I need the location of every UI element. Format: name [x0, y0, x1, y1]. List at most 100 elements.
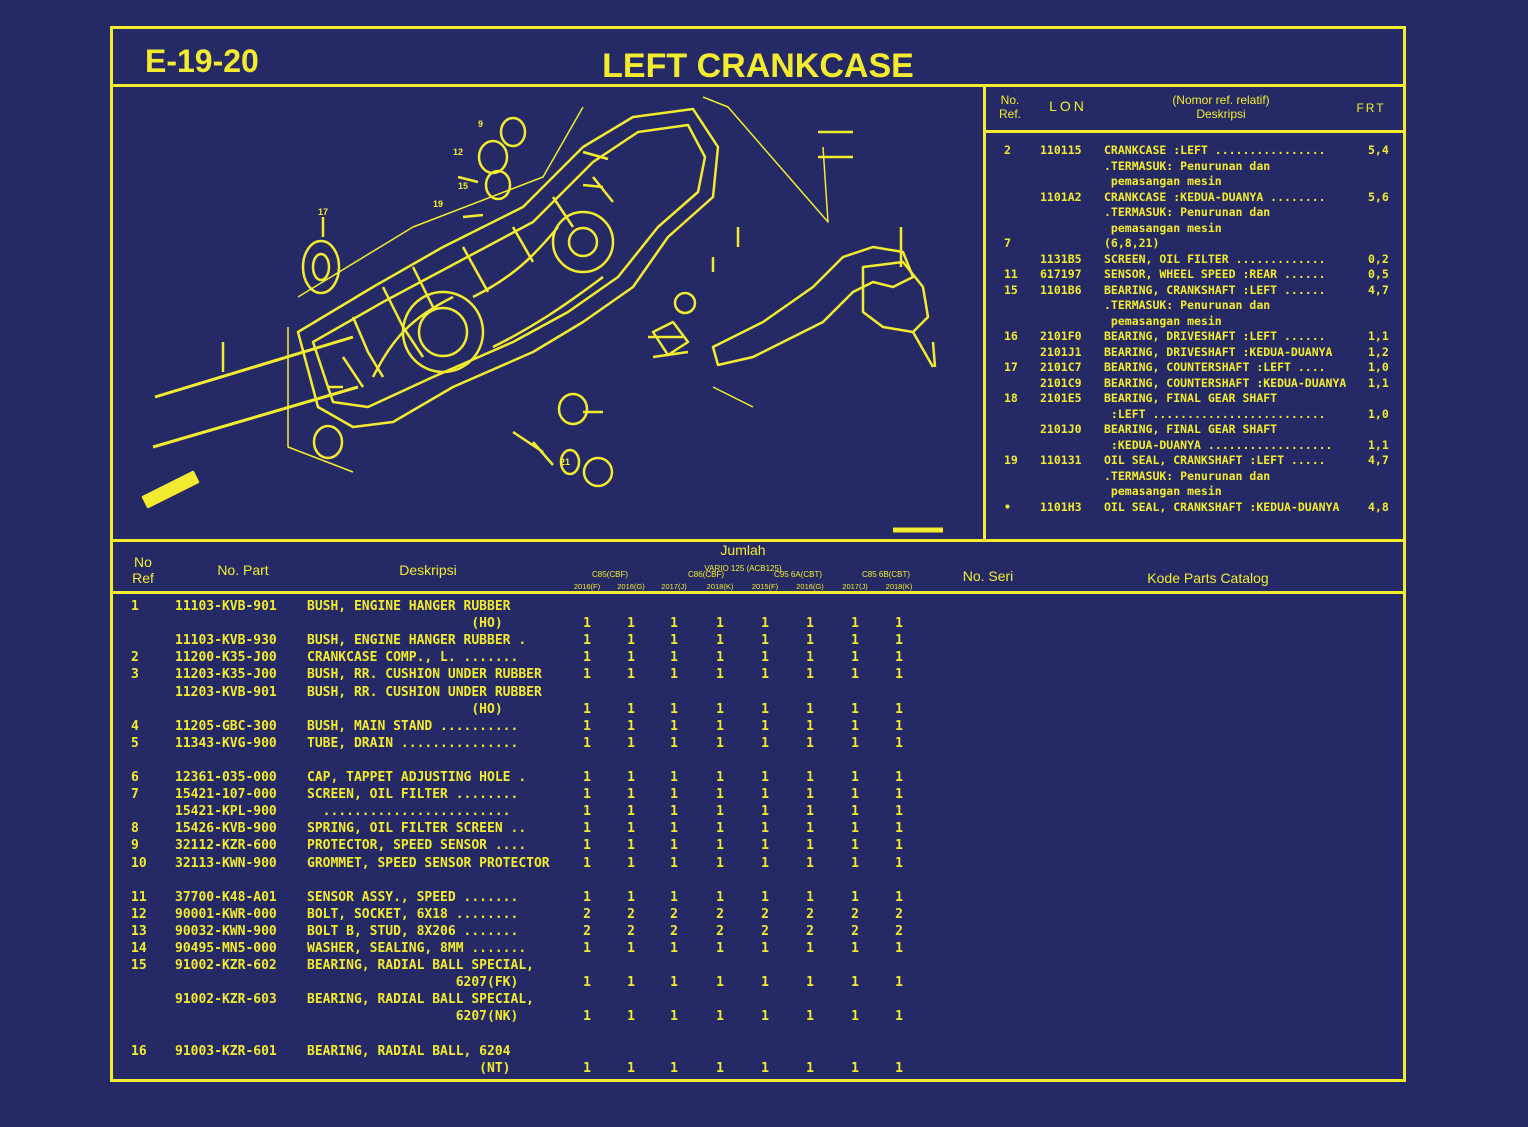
- section-divider: [113, 539, 1403, 542]
- quantity-cell: 1: [851, 838, 859, 854]
- part-description: CRANKCASE COMP., L. .......: [307, 650, 519, 666]
- model-group-label: C86(CBF): [687, 570, 724, 579]
- quantity-cell: 1: [895, 667, 903, 683]
- labor-operation-row: .TERMASUK: Penurunan dan: [986, 159, 1403, 174]
- quantity-cell: 1: [670, 735, 678, 751]
- quantity-cell: 2: [895, 906, 903, 922]
- model-year-label: 2017(J): [661, 582, 687, 591]
- quantity-cell: 1: [716, 855, 724, 871]
- quantity-cell: 1: [716, 821, 724, 837]
- frt-value: 1,0: [1368, 360, 1389, 374]
- frt-value: 1,0: [1368, 406, 1389, 421]
- ref-number: 4: [131, 718, 139, 734]
- table-row: [113, 873, 1403, 890]
- quantity-cell: 1: [806, 735, 814, 751]
- description: :LEFT .........................: [1104, 406, 1326, 421]
- ref-number: 3: [131, 667, 139, 683]
- quantity-cell: 1: [627, 838, 635, 854]
- header-lon: LON: [1049, 98, 1087, 114]
- quantity-cell: 1: [851, 975, 859, 991]
- lon-code: 110115: [1040, 143, 1082, 157]
- ref-number: 15: [1004, 282, 1018, 297]
- part-description: SENSOR ASSY., SPEED .......: [307, 889, 519, 905]
- quantity-cell: 1: [895, 1060, 903, 1076]
- description: OIL SEAL, CRANKSHAFT :KEDUA-DUANYA: [1104, 499, 1340, 514]
- exploded-diagram: 9 12 15 17 19 21: [113, 87, 986, 539]
- lon-code: 617197: [1040, 267, 1082, 281]
- quantity-cell: 1: [627, 941, 635, 956]
- quantity-cell: 1: [806, 1009, 814, 1025]
- quantity-cell: 1: [851, 735, 859, 751]
- part-description: BUSH, ENGINE HANGER RUBBER .: [307, 633, 527, 649]
- part-number: 90032-KWN-900: [175, 923, 277, 939]
- part-description: WASHER, SEALING, 8MM .......: [307, 941, 527, 956]
- quantity-cell: 1: [895, 941, 903, 956]
- quantity-cell: 1: [583, 821, 591, 837]
- quantity-cell: 1: [761, 616, 769, 632]
- labor-operation-row: .TERMASUK: Penurunan dan: [986, 298, 1403, 313]
- part-description: (NT): [307, 1060, 511, 1076]
- catalog-page: E-19-20 LEFT CRANKCASE: [110, 26, 1406, 1082]
- part-description: 6207(FK): [307, 975, 519, 991]
- quantity-cell: 1: [716, 975, 724, 991]
- quantity-cell: 1: [851, 616, 859, 632]
- quantity-cell: 1: [583, 1009, 591, 1025]
- quantity-cell: 1: [583, 975, 591, 991]
- page-code: E-19-20: [145, 43, 259, 79]
- description: .TERMASUK: Penurunan dan: [1104, 205, 1271, 219]
- page-header: E-19-20 LEFT CRANKCASE: [113, 29, 1403, 87]
- quantity-cell: 1: [895, 1009, 903, 1025]
- part-description: SPRING, OIL FILTER SCREEN ..: [307, 821, 527, 837]
- quantity-cell: 1: [895, 770, 903, 785]
- quantity-cell: 1: [583, 616, 591, 632]
- part-number: 90001-KWR-000: [175, 906, 277, 922]
- quantity-cell: 1: [627, 616, 635, 632]
- description: pemasangan mesin: [1104, 220, 1222, 235]
- ref-number: 16: [131, 1043, 147, 1059]
- quantity-cell: 1: [670, 855, 678, 871]
- part-description: BEARING, RADIAL BALL, 6204: [307, 1043, 511, 1059]
- part-description: SCREEN, OIL FILTER ........: [307, 787, 519, 803]
- labor-operation-row: :LEFT ......................... 1,0: [986, 407, 1403, 422]
- quantity-cell: 1: [627, 735, 635, 751]
- part-number: 32113-KWN-900: [175, 855, 277, 871]
- part-number: 91002-KZR-602: [175, 958, 277, 974]
- quantity-cell: 1: [583, 787, 591, 803]
- part-number: 37700-K48-A01: [175, 889, 277, 905]
- part-description: BOLT B, STUD, 8X206 .......: [307, 923, 519, 939]
- part-description: BEARING, RADIAL BALL SPECIAL,: [307, 958, 534, 974]
- quantity-cell: 2: [716, 906, 724, 922]
- quantity-cell: 1: [895, 838, 903, 854]
- quantity-cell: 1: [895, 633, 903, 649]
- quantity-cell: 1: [806, 667, 814, 683]
- parts-list-header: No Ref No. Part Deskripsi Jumlah VARIO 1…: [113, 542, 1403, 594]
- ref-number: 15: [131, 958, 147, 974]
- description: pemasangan mesin: [1104, 174, 1222, 188]
- quantity-cell: 1: [806, 633, 814, 649]
- ref-number: 1: [131, 599, 139, 614]
- labor-operation-header: No. Ref. LON (Nomor ref. relatif) Deskri…: [986, 87, 1403, 133]
- quantity-cell: 1: [895, 975, 903, 991]
- table-row: 15 91002-KZR-602 BEARING, RADIAL BALL SPEC…: [113, 958, 1403, 975]
- quantity-cell: 1: [627, 633, 635, 649]
- table-row: [113, 753, 1403, 770]
- lon-code: 2101C7: [1040, 360, 1082, 374]
- frt-value: 5,4: [1368, 143, 1389, 157]
- quantity-cell: 1: [895, 718, 903, 734]
- header-no-ref: No Ref: [132, 554, 154, 586]
- quantity-cell: 1: [806, 821, 814, 837]
- quantity-cell: 1: [851, 941, 859, 956]
- ref-number: 17: [1004, 360, 1018, 374]
- part-description: BOLT, SOCKET, 6X18 ........: [307, 906, 519, 922]
- ref-number: 11: [131, 889, 147, 905]
- quantity-cell: 1: [716, 941, 724, 956]
- labor-operation-row: pemasangan mesin: [986, 174, 1403, 189]
- ref-number: 13: [131, 923, 147, 939]
